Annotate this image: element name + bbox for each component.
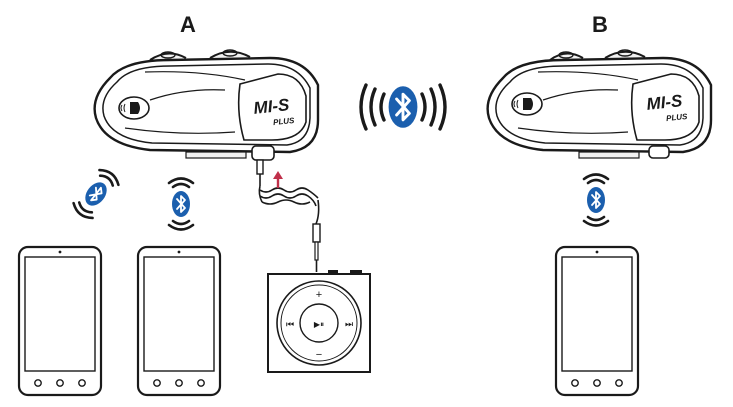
phone-icon (554, 245, 640, 397)
brand-mi-s: MI-S (253, 95, 291, 118)
bluetooth-link-phone-3 (582, 173, 610, 227)
brand-plus: PLUS (273, 116, 296, 127)
signal-waves-icon (359, 83, 447, 131)
bluetooth-link-phone-2 (167, 177, 195, 231)
bluetooth-icon (171, 190, 191, 218)
volume-down-label: − (316, 349, 322, 361)
phone-icon (17, 245, 103, 397)
next-track-label: ⏭ (345, 320, 353, 330)
audio-cable-icon (256, 159, 321, 272)
headset-device-b: MI-S PLUS (486, 49, 713, 159)
prev-track-label: ⏮ (286, 320, 294, 330)
bluetooth-icon (387, 84, 419, 130)
headset-device-a: MI-S PLUS (93, 49, 320, 161)
brand-mi-s-b: MI-S (646, 91, 684, 114)
up-arrow-icon (273, 171, 283, 188)
label-b: B (592, 12, 608, 37)
bluetooth-icon (586, 186, 606, 214)
phone-icon (136, 245, 222, 397)
brand-plus-b: PLUS (666, 112, 689, 123)
bluetooth-link-phone-1 (69, 165, 123, 223)
play-pause-label: ▶⏸ (314, 320, 324, 329)
volume-up-label: + (316, 289, 322, 301)
bluetooth-link-a-b (359, 83, 447, 131)
mp3-player-icon: + − ⏮ ⏭ ▶⏸ (267, 270, 371, 373)
bluetooth-icon (80, 177, 112, 211)
label-a: A (180, 12, 196, 37)
